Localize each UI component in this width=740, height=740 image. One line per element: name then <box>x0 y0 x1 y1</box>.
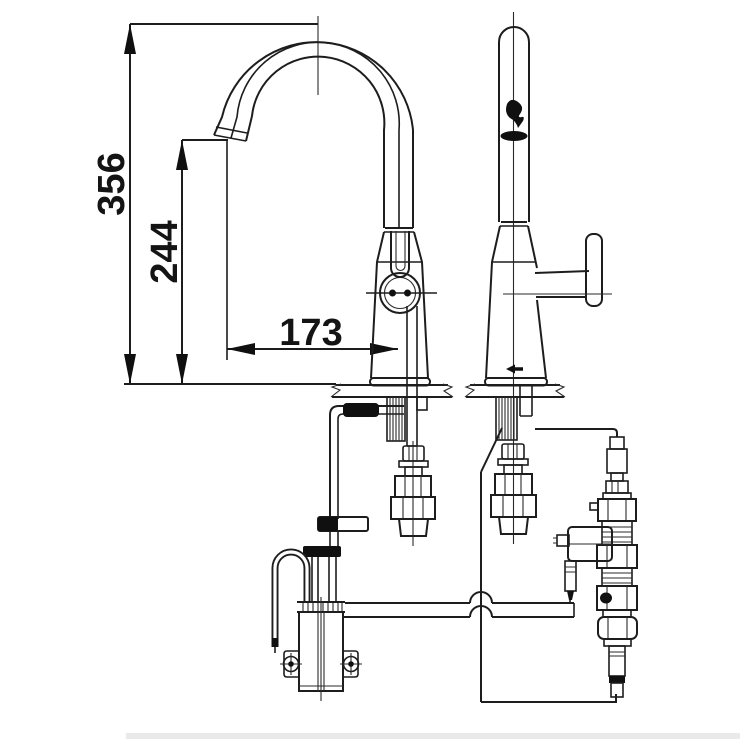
dimension-label-overall-height: 356 <box>91 152 133 215</box>
arrow-up-icon <box>176 140 188 170</box>
mounting-spacer <box>416 396 428 411</box>
scan-edge-artifact <box>126 733 740 739</box>
valve-hex <box>597 498 637 522</box>
crossover-bridge <box>469 591 493 604</box>
return-line <box>481 694 617 703</box>
hose-coupling <box>303 546 341 557</box>
logo-mark-icon <box>506 99 524 128</box>
pulldown-wand-outline <box>390 231 410 278</box>
front-view-faucet <box>213 16 437 447</box>
crossover-bridge <box>469 605 493 618</box>
dimension-overall-height: 356 <box>91 23 318 384</box>
arrow-right-icon <box>370 343 398 355</box>
arrow-down-icon <box>124 354 136 384</box>
cable-end <box>271 638 279 647</box>
sensor-dot <box>404 289 411 297</box>
control-box-assembly <box>271 548 362 701</box>
sensor-cable-loop <box>271 548 311 640</box>
arrow-up-icon <box>124 24 136 54</box>
hose-fitting <box>343 403 379 417</box>
arrow-left-icon <box>227 343 255 355</box>
hose-guide-tube <box>519 385 533 417</box>
aerator-face <box>213 134 247 142</box>
break-mark <box>554 383 566 398</box>
sensor-lead <box>480 427 503 473</box>
valve-hex <box>596 544 638 569</box>
screw-cross-icon <box>280 653 302 675</box>
dimension-label-spout-reach: 173 <box>279 312 342 354</box>
side-tab <box>589 502 599 511</box>
threaded-shank <box>495 396 518 441</box>
supply-inlet-cap <box>397 518 430 537</box>
flow-arrow-icon <box>506 364 523 374</box>
left-hose-run <box>303 403 404 602</box>
break-mark <box>464 383 476 398</box>
break-mark <box>442 383 454 398</box>
solenoid-valve-assembly <box>553 436 638 698</box>
handle-lever <box>534 233 603 307</box>
front-supply-assembly <box>386 396 436 546</box>
electrical-terminal <box>556 534 570 547</box>
break-mark <box>330 383 342 398</box>
coil-stem <box>564 560 577 592</box>
tubing-routes <box>343 427 618 703</box>
side-view-faucet <box>484 12 612 544</box>
supply-inlet-cap <box>497 516 530 535</box>
screw-cross-icon <box>340 653 362 675</box>
countertop-sections <box>330 383 566 398</box>
dimension-outlet-height: 244 <box>144 139 228 384</box>
side-supply-assembly <box>490 385 537 535</box>
arrow-down-icon <box>176 354 188 384</box>
dimension-label-outlet-height: 244 <box>144 220 186 283</box>
dimension-spout-reach: 173 <box>226 141 398 360</box>
valve-inlet-line <box>535 428 618 437</box>
spout-band <box>500 131 528 141</box>
union-nut <box>597 616 638 640</box>
sensor-dot <box>389 289 396 297</box>
